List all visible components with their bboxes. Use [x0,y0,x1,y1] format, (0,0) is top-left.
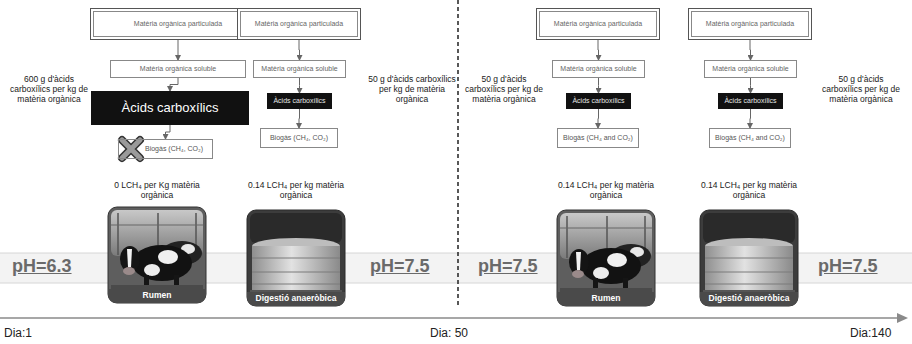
ph-value: pH=7.5 [370,256,430,277]
photo-panel: Rumen [557,210,655,306]
flow-connector [598,40,600,60]
flow-connector [598,109,600,128]
substrate-box: Matèria orgànica particulada [536,8,660,40]
box-text: Matèria orgànica soluble [140,65,216,73]
soluble-box: Matèria orgànica soluble [704,60,797,78]
box-text: Matèria orgànica soluble [261,65,337,73]
methane-yield: 0.14 LCH₄ per kg matèria orgànica [699,180,799,200]
photo-panel: Rumen [108,207,206,303]
methane-yield: 0.14 LCH₄ per kg matèria orgànica [246,180,346,200]
flow-connector [178,40,179,60]
substrate-box: Matèria orgànica particulada [688,8,812,40]
flow-connector [598,78,599,93]
substrate-box: Matèria orgànica particulada [237,8,361,40]
ph-value: pH=7.5 [478,256,538,277]
concentration-note: 50 g d'àcids carboxílics per kg de matèr… [462,74,546,104]
biogas-box: Biogàs (CH₄ and CO₂) [557,128,639,148]
box-text: Matèria orgànica particulada [554,20,642,28]
panel-caption: Digestió anaeròbica [247,292,345,306]
ph-value: pH=7.5 [370,256,430,277]
day-label: Dia:1 [4,326,32,340]
concentration-note: 600 g d'àcids carboxílics per kg de matè… [6,74,92,104]
acid-box: Àcids carboxílics [718,93,783,109]
methane-yield: 0 LCH₄ per Kg matèria orgànica [107,180,207,200]
box-text: Matèria orgànica soluble [712,65,788,73]
acid-box: Àcids carboxílics [267,93,332,109]
ph-value: pH=7.5 [818,256,878,277]
flow-connector [299,40,301,60]
methane-yield: 0.14 LCH₄ per kg matèria orgànica [699,180,799,200]
panel-caption: Rumen [108,289,206,303]
day-label: Dia:140 [850,326,891,340]
concentration-note: 50 g d'àcids carboxílics per kg de matèr… [368,74,456,104]
box-text: Matèria orgànica particulada [255,20,343,28]
panel-caption: Rumen [557,292,655,306]
box-text: Biogàs (CH₄ and CO₂) [715,134,785,142]
ph-value: pH=6.3 [12,256,72,277]
concentration-note: 50 g d'àcids carboxílics per kg de matèr… [818,74,904,104]
acid-box: Àcids carboxílics [566,93,631,109]
flow-connector [750,109,752,128]
box-text: Biogàs (CH₄, CO₂) [270,134,328,142]
methane-yield: 0.14 LCH₄ per kg matèria orgànica [556,180,656,200]
box-text: Àcids carboxílics [273,97,325,105]
biogas-box: Biogàs (CH₄ and CO₂) [709,128,791,148]
methane-yield: 0 LCH₄ per Kg matèria orgànica [107,180,207,200]
photo-panel: Digestió anaeròbica [247,210,345,306]
box-text: Biogàs (CH₄ and CO₂) [563,134,633,142]
day-label: Dia:1 [4,326,32,340]
flow-connector [299,78,300,93]
box-text: Àcids carboxílics [724,97,776,105]
concentration-note: 600 g d'àcids carboxílics per kg de matè… [6,74,92,104]
day-label: Dia: 50 [430,326,468,340]
flow-connector [299,109,301,128]
soluble-box: Matèria orgànica soluble [552,60,645,78]
concentration-note: 50 g d'àcids carboxílics per kg de matèr… [368,74,456,104]
soluble-box: Matèria orgànica soluble [110,60,246,78]
box-text: Matèria orgànica particulada [134,20,222,28]
day-label: Dia:140 [850,326,891,340]
ph-value: pH=7.5 [478,256,538,277]
flow-connector [166,125,171,139]
box-text: Àcids carboxílics [122,101,219,115]
soluble-box: Matèria orgànica soluble [253,60,346,78]
ph-value: pH=6.3 [12,256,72,277]
biogas-box: Biogàs (CH₄, CO₂) [260,128,338,148]
flow-connector [750,78,751,93]
flow-connector [170,78,178,91]
concentration-note: 50 g d'àcids carboxílics per kg de matèr… [462,74,546,104]
box-text: Àcids carboxílics [572,97,624,105]
photo-panel: Digestió anaeròbica [700,210,798,306]
panel-caption: Digestió anaeròbica [700,292,798,306]
concentration-note: 50 g d'àcids carboxílics per kg de matèr… [818,74,904,104]
flow-connector [750,40,752,60]
methane-yield: 0.14 LCH₄ per kg matèria orgànica [246,180,346,200]
box-text: Biogàs (CH₄, CO₂) [145,145,203,153]
biogas-box: Biogàs (CH₄, CO₂) [118,139,213,159]
ph-value: pH=7.5 [818,256,878,277]
acid-box: Àcids carboxílics [91,91,249,125]
box-text: Matèria orgànica soluble [560,65,636,73]
day-label: Dia: 50 [430,326,468,340]
methane-yield: 0.14 LCH₄ per kg matèria orgànica [556,180,656,200]
box-text: Matèria orgànica particulada [706,20,794,28]
